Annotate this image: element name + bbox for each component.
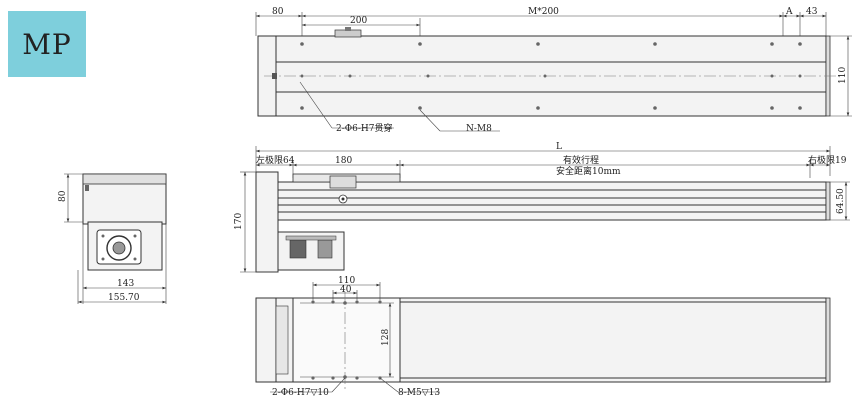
carriage-clamp-side <box>329 175 357 189</box>
dim-width: 110 <box>838 67 848 84</box>
callout-tapped-holes-bottom: 8-M5▽13 <box>398 388 440 398</box>
dim-rail-height: 64.50 <box>836 188 846 214</box>
dim-pitch-formula: M*200 <box>528 7 559 17</box>
mounting-holes <box>300 42 802 110</box>
dim-carriage: 180 <box>335 156 352 166</box>
dim-a: A <box>785 7 793 17</box>
bottom-view: 110 40 128 2-Φ6-H7▽10 8-M5▽13 <box>255 276 831 398</box>
dim-stroke: 有效行程 <box>563 154 599 166</box>
dim-total-length: L <box>556 142 562 152</box>
dim-end-width-inner: 143 <box>117 279 134 289</box>
dim-carriage-width: 110 <box>338 276 355 286</box>
end-cap-left-bottom <box>255 297 277 383</box>
dim-hole-span: 128 <box>381 329 391 346</box>
end-block-left <box>255 171 279 273</box>
callout-tapped-holes-top: N-M8 <box>466 124 492 134</box>
dim-end-width-outer: 155.70 <box>108 293 140 303</box>
dim-left-limit: 左极限64 <box>256 154 295 166</box>
carriage-bottom <box>292 297 401 383</box>
dim-end-left: 80 <box>272 7 284 17</box>
callout-pin-holes-top: 2-Φ6-H7贯穿 <box>336 122 393 134</box>
dim-pitch-first: 200 <box>350 16 367 26</box>
clamp-knob <box>345 27 351 31</box>
dim-height-side: 170 <box>234 213 244 230</box>
dim-right-limit: 右极限19 <box>808 154 847 166</box>
dim-end-height: 80 <box>58 190 68 202</box>
top-view: 80 200 M*200 A 43 110 <box>255 7 852 134</box>
carriage-clamp <box>334 29 362 38</box>
model-badge: MP <box>8 11 86 77</box>
dim-hole-pitch: 40 <box>340 285 352 295</box>
rail-profile-side <box>277 181 827 221</box>
motor-stub <box>272 73 277 79</box>
side-view: L 左极限64 180 有效行程 安全距离10mm 右极限19 <box>234 142 850 273</box>
dim-end-right: 43 <box>806 7 818 17</box>
end-view: 80 143 155.70 <box>58 173 167 304</box>
dim-safety: 安全距离10mm <box>556 165 621 177</box>
carriage-holes <box>311 300 382 380</box>
callout-pin-holes-bottom: 2-Φ6-H7▽10 <box>272 388 329 398</box>
